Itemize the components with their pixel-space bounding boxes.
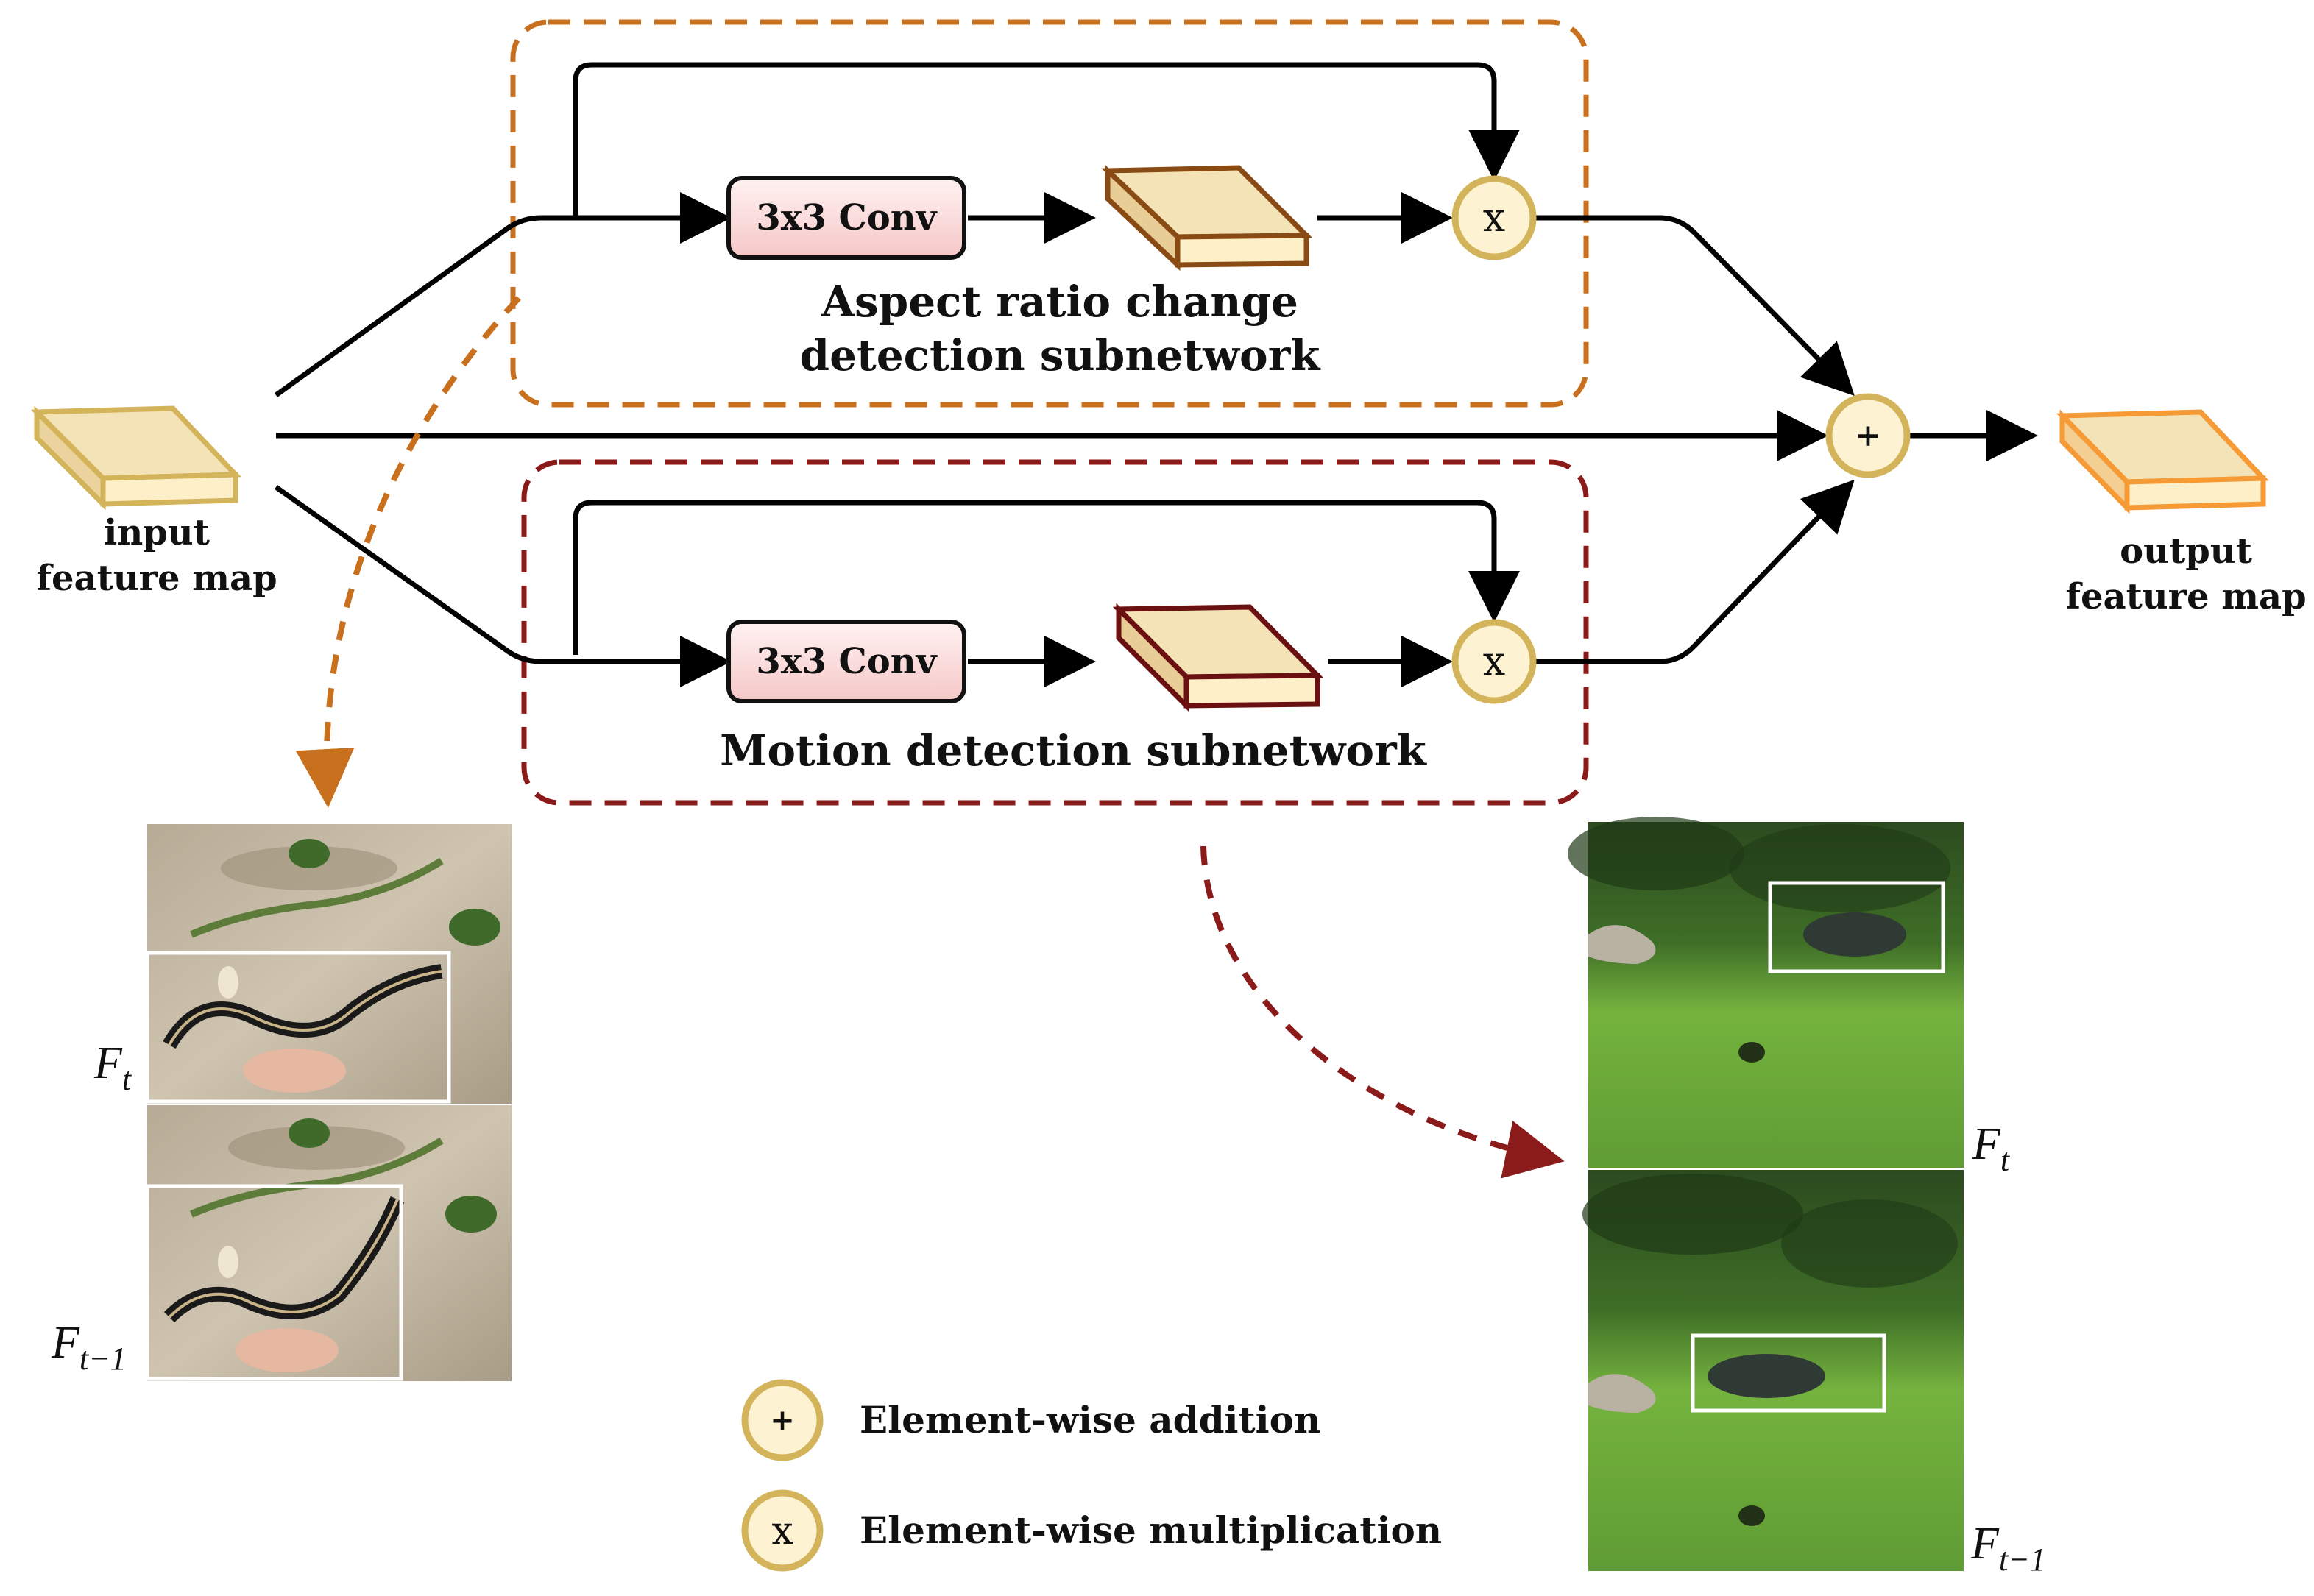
legend-mult-icon xyxy=(741,1489,824,1572)
input-to-motion-path xyxy=(274,485,732,687)
aspect-conv-label: 3x3 Conv xyxy=(756,197,938,238)
legend-add-icon xyxy=(741,1379,824,1461)
legend-add-symbol: + xyxy=(770,1403,795,1438)
legend-mult-symbol: x xyxy=(771,1509,793,1553)
aspect-ratio-subnetwork-box xyxy=(510,19,1589,408)
snake-label-previous: Ft−1 xyxy=(51,1318,127,1377)
addition-operator: + xyxy=(1825,393,1911,478)
motion-feature-map xyxy=(1112,603,1324,712)
aspect-example-callout-arrow xyxy=(295,296,521,808)
output-feature-map xyxy=(2056,409,2269,514)
legend-add-label: Element-wise addition xyxy=(860,1398,1320,1441)
aspect-skip-connection xyxy=(573,62,1520,218)
snake-current-bounding-box xyxy=(145,951,451,1104)
grass-label-current: Ft xyxy=(1972,1119,2011,1178)
input-label-line1: input xyxy=(104,512,210,553)
aspect-multiply-operator: x xyxy=(1451,175,1537,260)
input-feature-map xyxy=(30,405,241,511)
motion-subnetwork-label: Motion detection subnetwork xyxy=(720,726,1428,776)
motion-example-callout-arrow xyxy=(1200,845,1565,1179)
grass-current-bounding-box xyxy=(1768,881,1945,973)
motion-subnetwork-box xyxy=(521,459,1589,806)
snake-label-current: Ft xyxy=(93,1038,132,1097)
legend-mult-item: x Element-wise multiplication xyxy=(741,1489,1442,1572)
motion-multiply-symbol: x xyxy=(1483,638,1505,684)
aspect-subnetwork-label-line2: detection subnetwork xyxy=(800,330,1322,380)
aspect-feature-map xyxy=(1101,164,1313,272)
legend-mult-label: Element-wise multiplication xyxy=(860,1508,1442,1552)
addition-symbol: + xyxy=(1855,417,1880,453)
snake-previous-bounding-box xyxy=(145,1184,403,1381)
aspect-subnetwork-label-line1: Aspect ratio change xyxy=(821,277,1298,327)
motion-conv-label: 3x3 Conv xyxy=(756,641,938,682)
snake-frame-current xyxy=(145,824,512,1104)
aspect-conv-box xyxy=(726,176,966,260)
output-label-line1: output xyxy=(2120,531,2252,572)
input-to-aspect-path xyxy=(274,192,732,397)
input-label-line2: feature map xyxy=(36,558,277,599)
aspect-mult-to-add-path xyxy=(1533,215,1855,396)
motion-skip-connection xyxy=(573,500,1520,655)
aspect-multiply-symbol: x xyxy=(1483,194,1505,241)
grass-previous-bounding-box xyxy=(1691,1333,1886,1413)
grass-frame-previous xyxy=(1582,1170,1964,1571)
output-label-line2: feature map xyxy=(2065,576,2306,617)
motion-conv-box xyxy=(726,620,966,703)
legend: + Element-wise addition x Element-wise m… xyxy=(741,1379,1442,1572)
legend-add-item: + Element-wise addition xyxy=(741,1379,1320,1461)
motion-mult-to-add-path xyxy=(1533,479,1855,664)
grass-label-previous: Ft−1 xyxy=(1970,1519,2046,1578)
grass-frame-current xyxy=(1568,817,1964,1168)
motion-multiply-operator: x xyxy=(1451,619,1537,704)
snake-frame-previous xyxy=(145,1105,512,1381)
